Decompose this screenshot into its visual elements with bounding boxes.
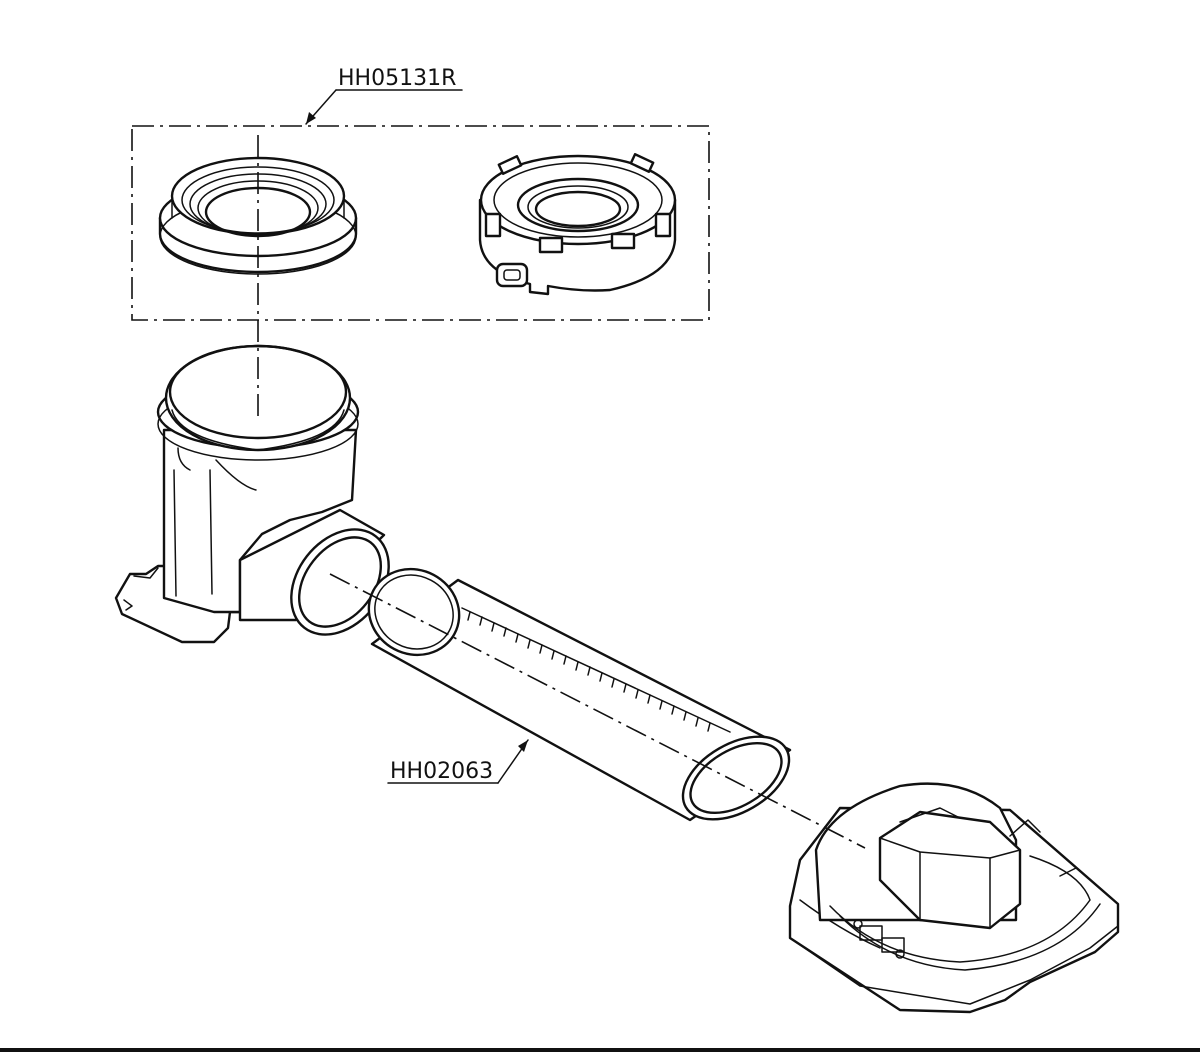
hair-catcher-assembly <box>788 782 1120 1014</box>
seal-kit-leader-arrow <box>306 112 316 124</box>
seal-kit-boundary <box>131 125 710 321</box>
seal-kit-part-number: HH05131R <box>338 66 456 91</box>
pipe-axis-line <box>329 573 866 849</box>
lock-nut <box>478 153 677 296</box>
drain-trap-body <box>114 344 390 644</box>
drain-pipe <box>367 567 792 822</box>
gasket-ring <box>158 156 358 275</box>
seal-kit-label: HH05131R <box>305 66 463 125</box>
pipe-label: HH02063 <box>387 739 529 784</box>
pipe-scale-ticks <box>467 611 711 732</box>
pipe-part-number: HH02063 <box>390 759 493 784</box>
pipe-leader-arrow <box>518 740 528 752</box>
